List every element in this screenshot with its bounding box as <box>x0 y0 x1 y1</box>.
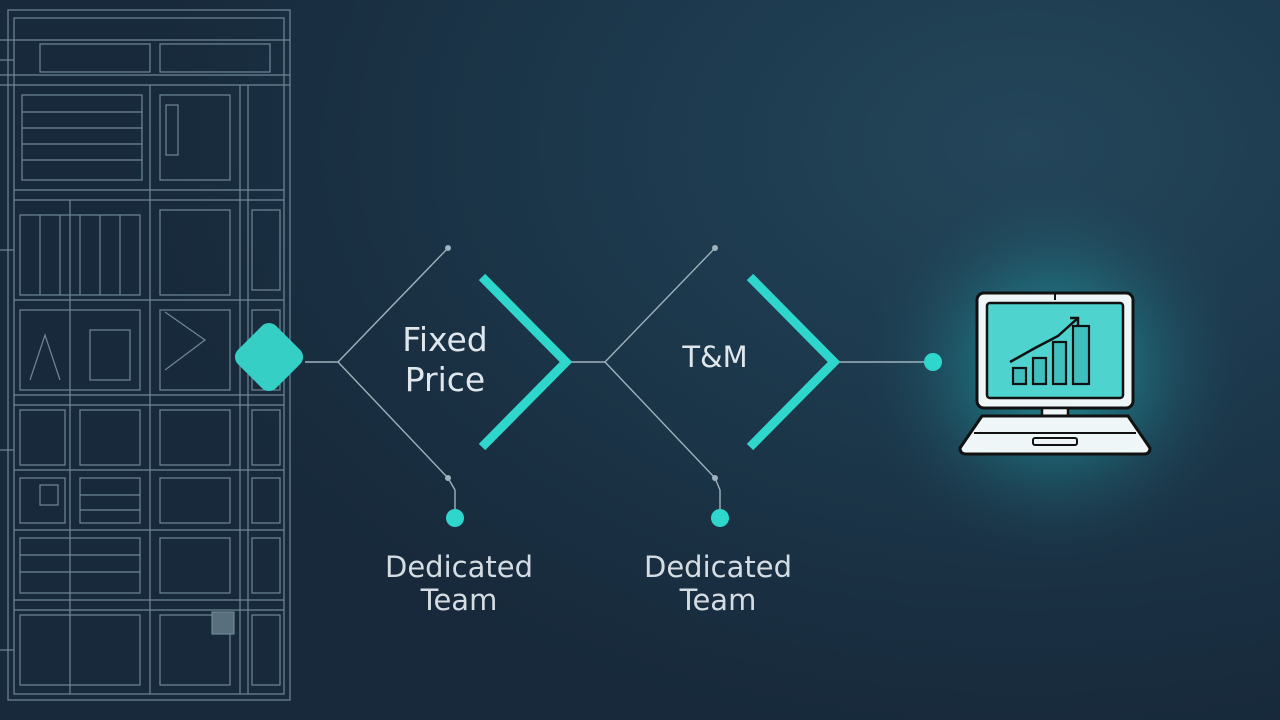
laptop-chart-icon <box>958 291 1152 456</box>
dedicated-team-line1: Dedicated <box>385 550 533 584</box>
dedicated-team-label: Dedicated Team <box>359 550 559 618</box>
dedicated-team-dot <box>446 509 464 527</box>
dedicated-team-line2: Team <box>420 583 498 618</box>
tm-label: T&M <box>682 340 748 374</box>
end-node-dot <box>924 353 942 371</box>
branch-end-dot <box>712 475 718 481</box>
fixed-price-line1: Fixed <box>402 320 488 359</box>
dedicated-team-line1: Dedicated <box>644 550 792 584</box>
branch-end-dot <box>445 245 451 251</box>
blueprint-building-illustration <box>0 9 291 701</box>
tm-branch-lines <box>604 247 721 518</box>
chevron-right-icon <box>478 273 573 451</box>
dedicated-team-dot <box>711 509 729 527</box>
fixed-price-label: Fixed Price <box>370 320 520 399</box>
dedicated-team-line2: Team <box>679 583 757 618</box>
fixed-price-branch-lines <box>337 247 456 518</box>
branch-end-dot <box>445 475 451 481</box>
dedicated-team-label: Dedicated Team <box>618 550 818 618</box>
branch-end-dot <box>712 245 718 251</box>
diamond-node-icon <box>234 322 304 392</box>
fixed-price-line2: Price <box>404 359 486 399</box>
chevron-right-icon <box>746 273 841 451</box>
